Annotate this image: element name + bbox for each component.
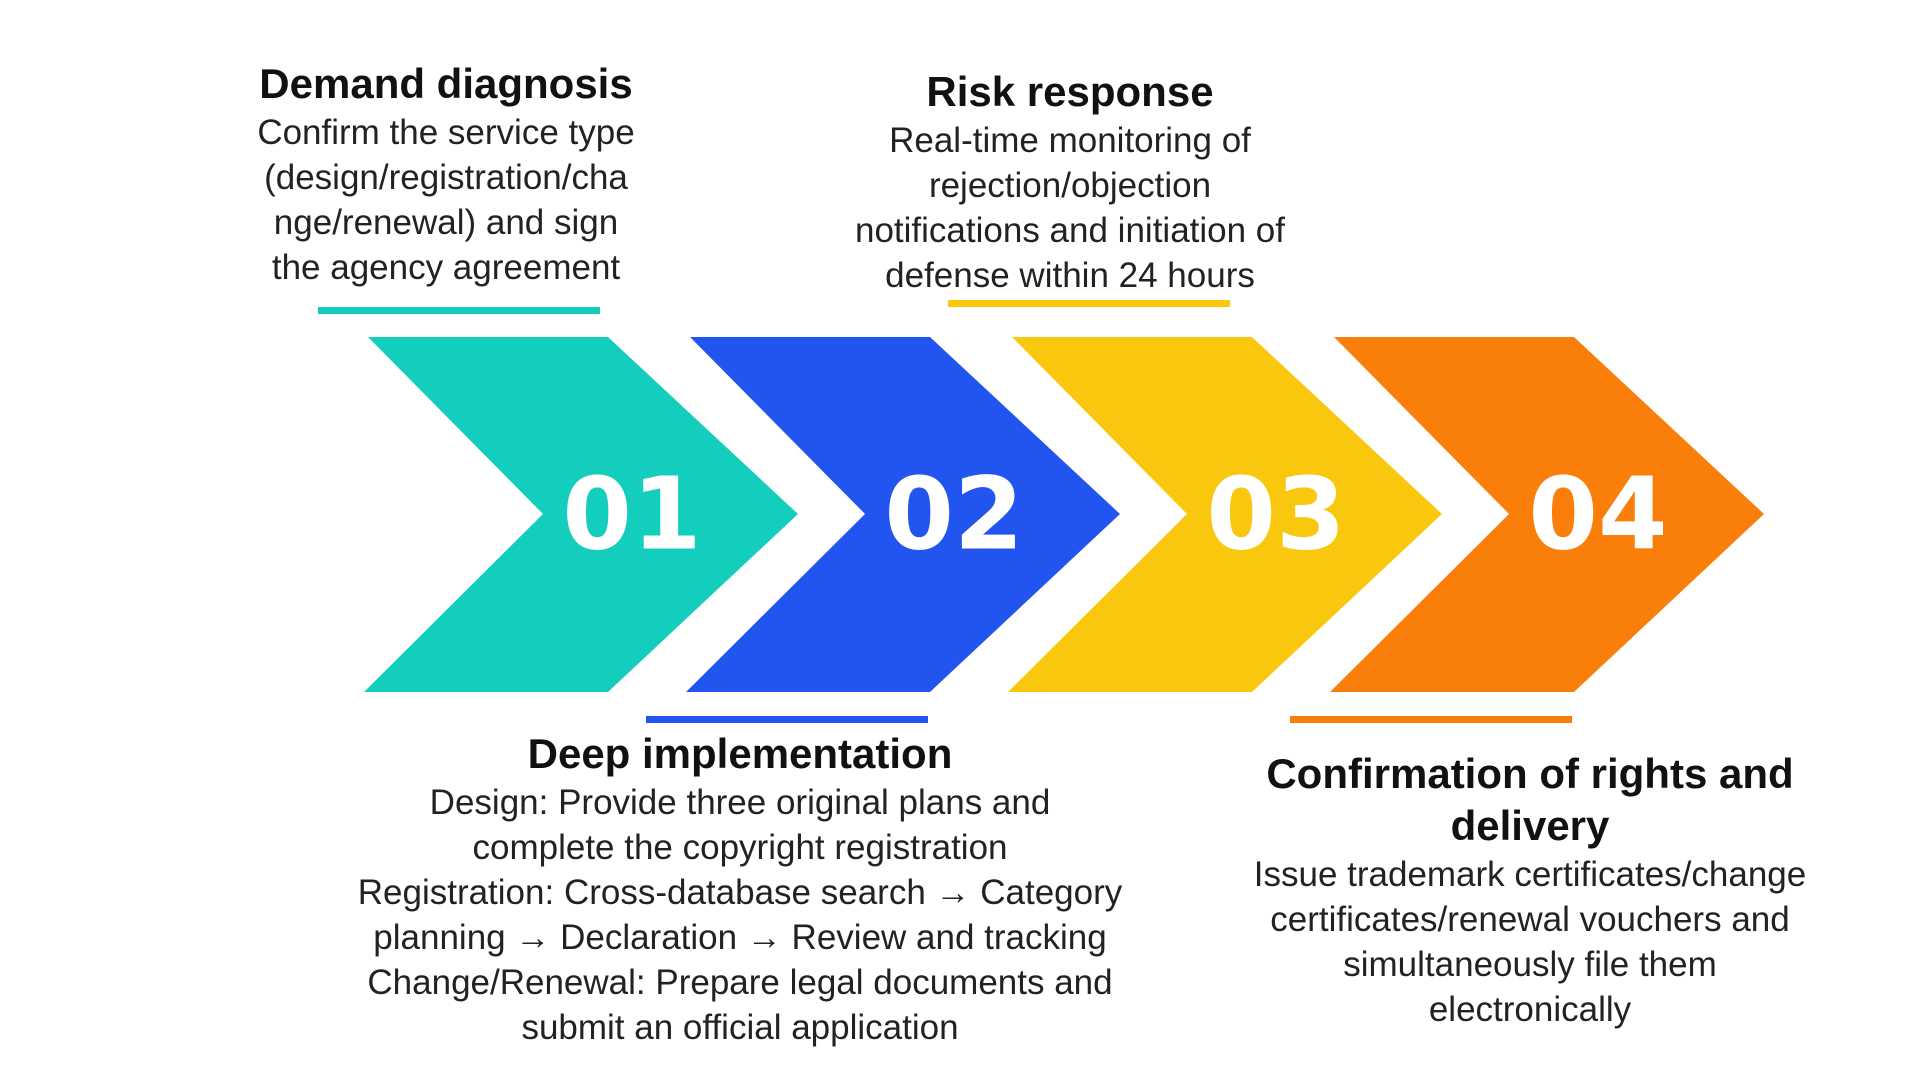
step-number-04: 04 (1528, 456, 1667, 573)
chevron-01: 01 (364, 337, 798, 692)
step-03-text: Risk response Real-time monitoring of re… (820, 66, 1320, 298)
step-04-description: Issue trademark certificates/change cert… (1220, 852, 1840, 1032)
step-04-line: electronically (1428, 990, 1632, 1029)
step-04-line: simultaneously file them (1343, 945, 1717, 984)
step-01-line: Confirm the service type (257, 113, 635, 152)
step-01-description: Confirm the service type (design/registr… (236, 110, 656, 290)
step-01-line: (design/registration/cha (264, 158, 628, 197)
chevron-03: 03 (1008, 337, 1442, 692)
chevron-03-shape (1008, 337, 1442, 692)
step-02-description: Design: Provide three original plans and… (340, 780, 1140, 1050)
step-04-title-line: delivery (1450, 802, 1610, 849)
step-02-line: Registration: Cross-database search → Ca… (357, 873, 1123, 912)
step-03-line: notifications and initiation of (855, 211, 1285, 250)
step-03-accent-bar (948, 300, 1230, 307)
step-04-title: Confirmation of rights and delivery (1220, 748, 1840, 852)
chevron-01-shape (364, 337, 798, 692)
step-04-title-line: Confirmation of rights and (1266, 750, 1794, 797)
step-01-line: the agency agreement (271, 248, 621, 287)
step-03-line: Real-time monitoring of (889, 121, 1251, 160)
step-04-text: Confirmation of rights and delivery Issu… (1220, 748, 1840, 1032)
step-04-line: Issue trademark certificates/change (1253, 855, 1807, 894)
step-02-line: complete the copyright registration (472, 828, 1008, 867)
step-02-line: planning → Declaration → Review and trac… (373, 918, 1107, 957)
chevron-02-shape (686, 337, 1120, 692)
step-02-line: submit an official application (521, 1008, 959, 1047)
step-number-01: 01 (562, 456, 701, 573)
step-number-02: 02 (884, 456, 1023, 573)
step-02-text: Deep implementation Design: Provide thre… (340, 728, 1140, 1050)
chevron-04-shape (1330, 337, 1764, 692)
step-03-title: Risk response (926, 68, 1214, 115)
step-04-line: certificates/renewal vouchers and (1270, 900, 1790, 939)
chevron-02: 02 (686, 337, 1120, 692)
step-01-text: Demand diagnosis Confirm the service typ… (236, 58, 656, 290)
step-04-accent-bar (1290, 716, 1572, 723)
step-03-line: rejection/objection (928, 166, 1212, 205)
step-02-line: Design: Provide three original plans and (429, 783, 1051, 822)
step-01-accent-bar (318, 307, 600, 314)
step-01-title: Demand diagnosis (259, 60, 633, 107)
step-03-description: Real-time monitoring of rejection/object… (820, 118, 1320, 298)
step-02-accent-bar (646, 716, 928, 723)
chevron-04: 04 (1330, 337, 1764, 692)
step-number-03: 03 (1206, 456, 1345, 573)
step-02-title: Deep implementation (527, 730, 953, 777)
step-02-line: Change/Renewal: Prepare legal documents … (367, 963, 1113, 1002)
step-03-line: defense within 24 hours (885, 256, 1255, 295)
step-01-line: nge/renewal) and sign (273, 203, 619, 242)
